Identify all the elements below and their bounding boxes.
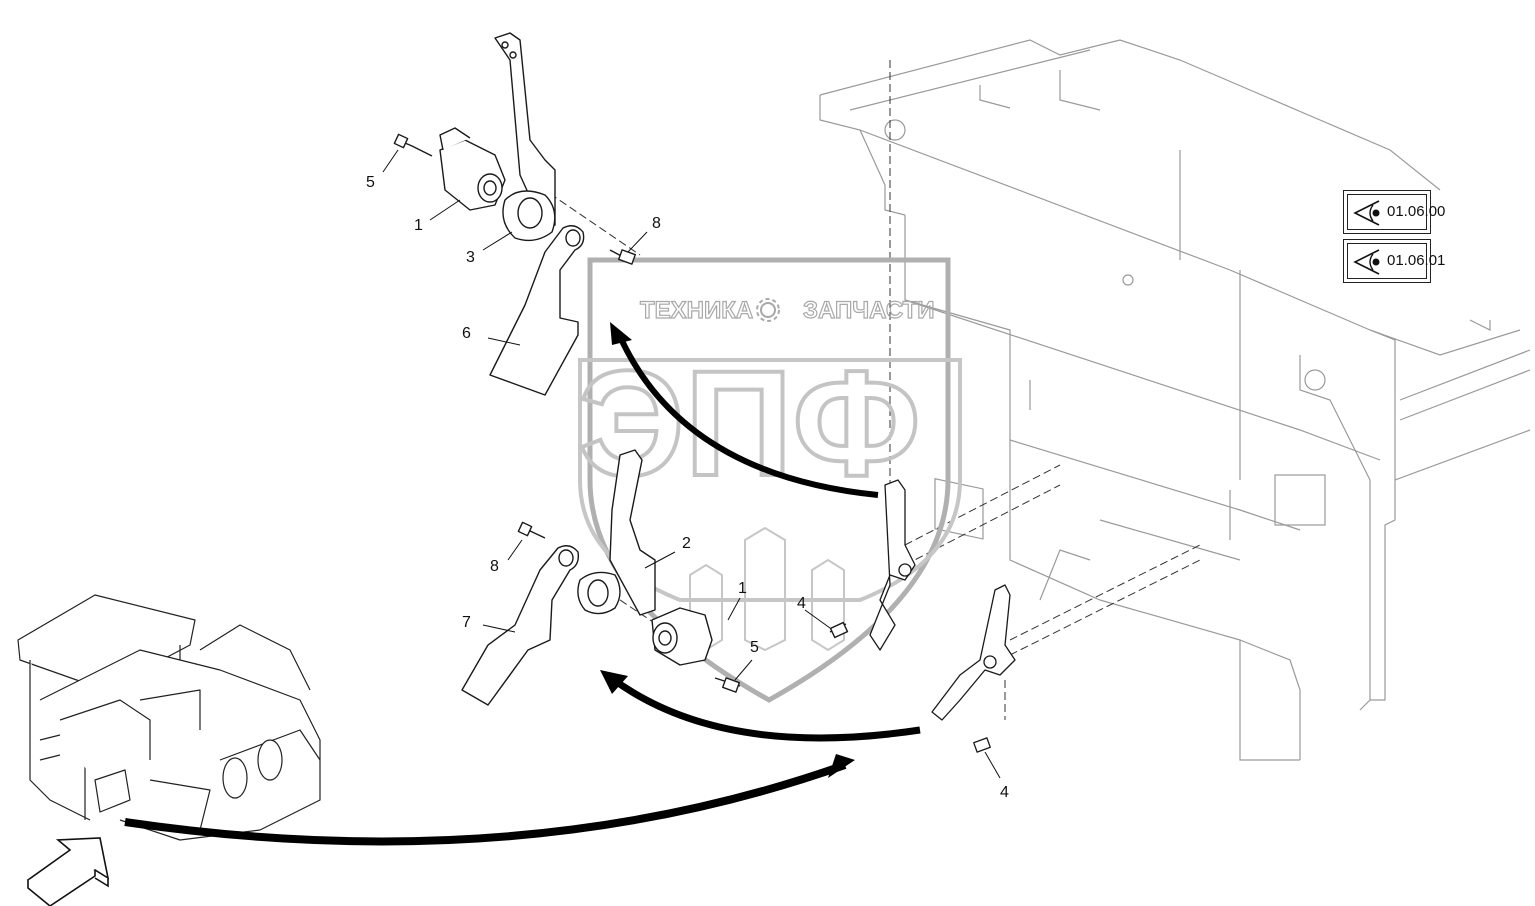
callout-1-lower: 1 xyxy=(738,580,747,597)
callout-2: 2 xyxy=(682,535,691,552)
callout-8-lower: 8 xyxy=(490,558,499,575)
direction-arrows xyxy=(124,322,921,846)
callout-8-top: 8 xyxy=(652,215,661,232)
arrow-head xyxy=(610,322,632,345)
machine-frame xyxy=(819,39,1531,761)
eye-icon xyxy=(1353,249,1380,275)
view-direction-arrow-icon xyxy=(26,837,110,906)
view-ref-code: 01.06.00 xyxy=(1387,203,1446,220)
view-ref-code: 01.06.01 xyxy=(1387,252,1446,269)
callout-5-lower: 5 xyxy=(750,639,759,656)
mounted-pedals xyxy=(869,479,1016,753)
callout-1-top: 1 xyxy=(414,217,423,234)
callout-3: 3 xyxy=(466,249,475,266)
watermark-top-left: ТЕХНИКА xyxy=(640,297,753,324)
callout-6: 6 xyxy=(462,325,471,342)
eye-icon xyxy=(1353,200,1380,226)
arrow-head xyxy=(828,754,855,778)
view-ref-box[interactable]: 01.06.00 xyxy=(1343,190,1445,234)
callout-7: 7 xyxy=(462,614,471,631)
gear-icon xyxy=(756,298,780,322)
view-ref-box[interactable]: 01.06.01 xyxy=(1343,239,1445,283)
upper-pedal-assembly xyxy=(393,32,636,396)
lower-pedal-assembly xyxy=(461,449,849,706)
paver-vehicle xyxy=(17,594,321,841)
callout-4-bottom: 4 xyxy=(1000,784,1009,801)
arrow-head xyxy=(600,670,628,694)
callout-5-top: 5 xyxy=(366,174,375,191)
leader-lines xyxy=(382,149,1001,779)
callout-4-mid: 4 xyxy=(797,595,806,612)
watermark-top-right: ЗАПЧАСТИ xyxy=(803,297,935,324)
